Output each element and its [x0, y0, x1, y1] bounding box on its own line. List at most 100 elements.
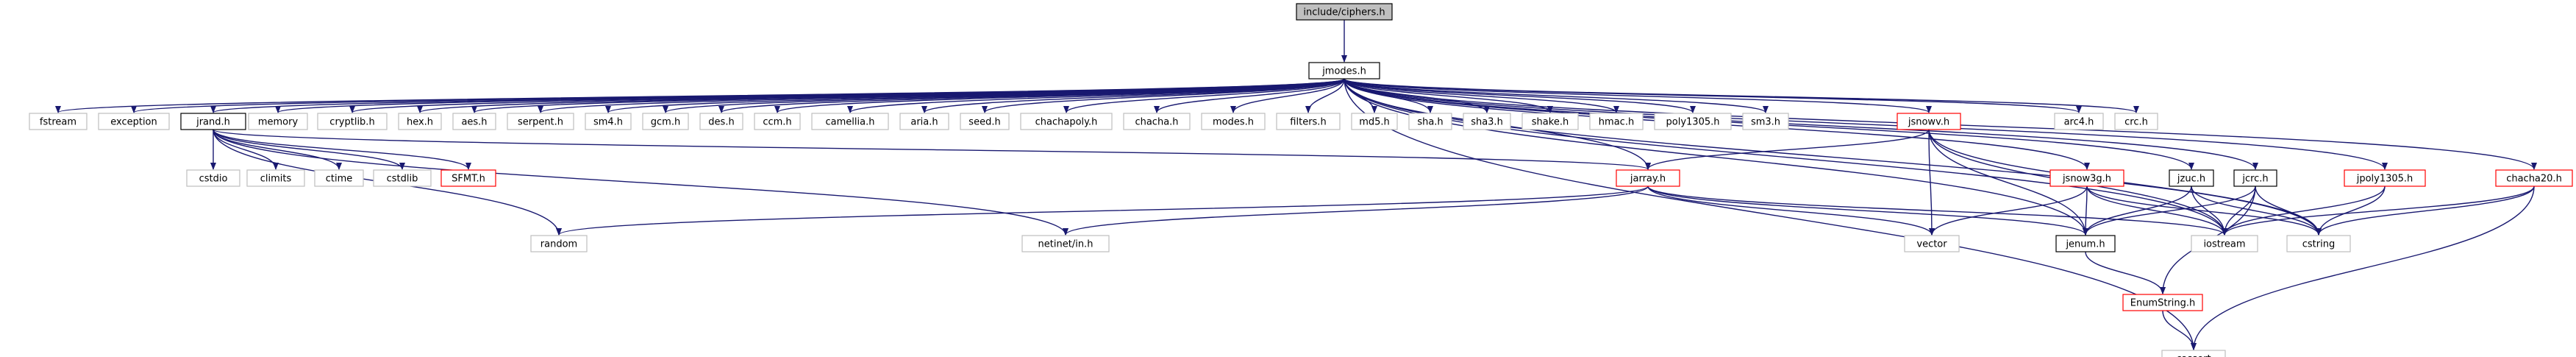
edge-jarray-to-netinet	[1063, 185, 1649, 236]
node-aes[interactable]: aes.h	[452, 113, 496, 130]
edge-jmodes-to-jcrc	[1344, 78, 2258, 170]
node-camellia[interactable]: camellia.h	[811, 113, 889, 130]
node-modes[interactable]: modes.h	[1201, 113, 1266, 130]
node-cryptlib[interactable]: cryptlib.h	[317, 113, 388, 130]
node-serpent[interactable]: serpent.h	[507, 113, 574, 130]
node-cassert[interactable]: cassert	[2161, 350, 2226, 357]
node-poly1305[interactable]: poly1305.h	[1654, 113, 1732, 130]
node-fstream[interactable]: fstream	[29, 113, 88, 130]
node-sm4[interactable]: sm4.h	[585, 113, 632, 130]
node-jmodes[interactable]: jmodes.h	[1308, 62, 1380, 79]
node-crc[interactable]: crc.h	[2114, 113, 2158, 130]
node-ciphers[interactable]: include/ciphers.h	[1296, 3, 1393, 21]
edge-jmodes-to-jpoly1305	[1344, 78, 2388, 170]
edge-jrand-to-sfmt	[213, 129, 471, 170]
node-sha3[interactable]: sha3.h	[1463, 113, 1511, 130]
node-label-md5: md5.h	[1359, 117, 1390, 128]
node-jsnowv[interactable]: jsnowv.h	[1897, 113, 1961, 130]
node-box-vector	[1904, 235, 1960, 252]
node-md5[interactable]: md5.h	[1351, 113, 1398, 130]
node-box-aria	[899, 113, 949, 130]
node-climits[interactable]: climits	[246, 169, 305, 187]
node-label-camellia: camellia.h	[826, 117, 875, 128]
node-label-exception: exception	[110, 117, 157, 128]
node-label-jsnowv: jsnowv.h	[1908, 117, 1949, 128]
node-box-netinet	[1021, 235, 1110, 252]
node-box-iostream	[2191, 235, 2258, 252]
edge-jmodes-to-seed	[982, 78, 1345, 113]
edge-jmodes-to-hmac	[1344, 78, 1619, 113]
node-box-seed	[960, 113, 1010, 130]
edge-jsnowv-to-jarray	[1645, 129, 1930, 170]
node-box-jsnow3g	[2049, 169, 2124, 187]
node-enumstring[interactable]: EnumString.h	[2122, 294, 2203, 311]
node-box-gcm	[642, 113, 689, 130]
node-iostream[interactable]: iostream	[2191, 235, 2258, 252]
node-aria[interactable]: aria.h	[899, 113, 949, 130]
node-chacha20[interactable]: chacha20.h	[2495, 169, 2573, 187]
node-label-cstdio: cstdio	[199, 174, 228, 185]
node-box-enumstring	[2122, 294, 2203, 311]
edge-chacha20-to-cassert	[2191, 185, 2535, 350]
node-jsnow3g[interactable]: jsnow3g.h	[2049, 169, 2124, 187]
node-sm3[interactable]: sm3.h	[1742, 113, 1789, 130]
node-jarray[interactable]: jarray.h	[1616, 169, 1680, 187]
edge-jzuc-to-iostream	[2191, 185, 2227, 236]
node-arc4[interactable]: arc4.h	[2054, 113, 2104, 130]
node-jrand[interactable]: jrand.h	[180, 113, 246, 130]
edge-jzuc-to-jenum	[2083, 185, 2192, 236]
node-box-des	[699, 113, 743, 130]
node-des[interactable]: des.h	[699, 113, 743, 130]
node-box-aes	[452, 113, 496, 130]
node-ctime[interactable]: ctime	[314, 169, 364, 187]
node-box-chacha20	[2495, 169, 2573, 187]
node-sha[interactable]: sha.h	[1408, 113, 1452, 130]
node-gcm[interactable]: gcm.h	[642, 113, 689, 130]
node-box-jenum	[2055, 235, 2116, 252]
node-box-poly1305	[1654, 113, 1732, 130]
node-label-sha3: sha3.h	[1471, 117, 1503, 128]
node-label-poly1305: poly1305.h	[1666, 117, 1720, 128]
node-netinet[interactable]: netinet/in.h	[1021, 235, 1110, 252]
node-chachapoly[interactable]: chachapoly.h	[1020, 113, 1113, 130]
node-jenum[interactable]: jenum.h	[2055, 235, 2116, 252]
node-shake[interactable]: shake.h	[1521, 113, 1579, 130]
node-label-jzuc: jzuc.h	[2177, 174, 2205, 185]
node-seed[interactable]: seed.h	[960, 113, 1010, 130]
node-ccm[interactable]: ccm.h	[754, 113, 801, 130]
node-chacha[interactable]: chacha.h	[1123, 113, 1191, 130]
node-label-aes: aes.h	[461, 117, 487, 128]
edge-chacha20-to-iostream	[2222, 185, 2535, 236]
node-box-fstream	[29, 113, 88, 130]
node-box-sha	[1408, 113, 1452, 130]
node-box-camellia	[811, 113, 889, 130]
node-label-random: random	[540, 239, 577, 250]
node-vector[interactable]: vector	[1904, 235, 1960, 252]
node-label-fstream: fstream	[40, 117, 76, 128]
edge-jrand-to-climits	[213, 129, 279, 170]
node-jpoly1305[interactable]: jpoly1305.h	[2344, 169, 2426, 187]
node-jzuc[interactable]: jzuc.h	[2169, 169, 2214, 187]
node-cstdio[interactable]: cstdio	[186, 169, 240, 187]
node-filters[interactable]: filters.h	[1276, 113, 1341, 130]
node-cstdlib[interactable]: cstdlib	[373, 169, 432, 187]
edge-jmodes-to-memory	[275, 78, 1345, 113]
edge-jsnow3g-to-vector	[1929, 185, 2088, 236]
edge-jrand-to-netinet	[213, 129, 1068, 236]
node-label-ctime: ctime	[326, 174, 353, 185]
node-sfmt[interactable]: SFMT.h	[440, 169, 496, 187]
node-exception[interactable]: exception	[98, 113, 170, 130]
node-cstring[interactable]: cstring	[2286, 235, 2351, 252]
edge-jmodes-to-chacha	[1154, 78, 1345, 113]
node-label-arc4: arc4.h	[2064, 117, 2094, 128]
node-hex[interactable]: hex.h	[398, 113, 442, 130]
node-random[interactable]: random	[530, 235, 588, 252]
node-memory[interactable]: memory	[248, 113, 308, 130]
node-hmac[interactable]: hmac.h	[1589, 113, 1644, 130]
edge-jarray-to-random	[556, 185, 1649, 236]
node-jcrc[interactable]: jcrc.h	[2233, 169, 2277, 187]
edge-jsnowv-to-jenum	[1928, 129, 2088, 236]
node-box-exception	[98, 113, 170, 130]
node-box-arc4	[2054, 113, 2104, 130]
node-label-aria: aria.h	[910, 117, 938, 128]
